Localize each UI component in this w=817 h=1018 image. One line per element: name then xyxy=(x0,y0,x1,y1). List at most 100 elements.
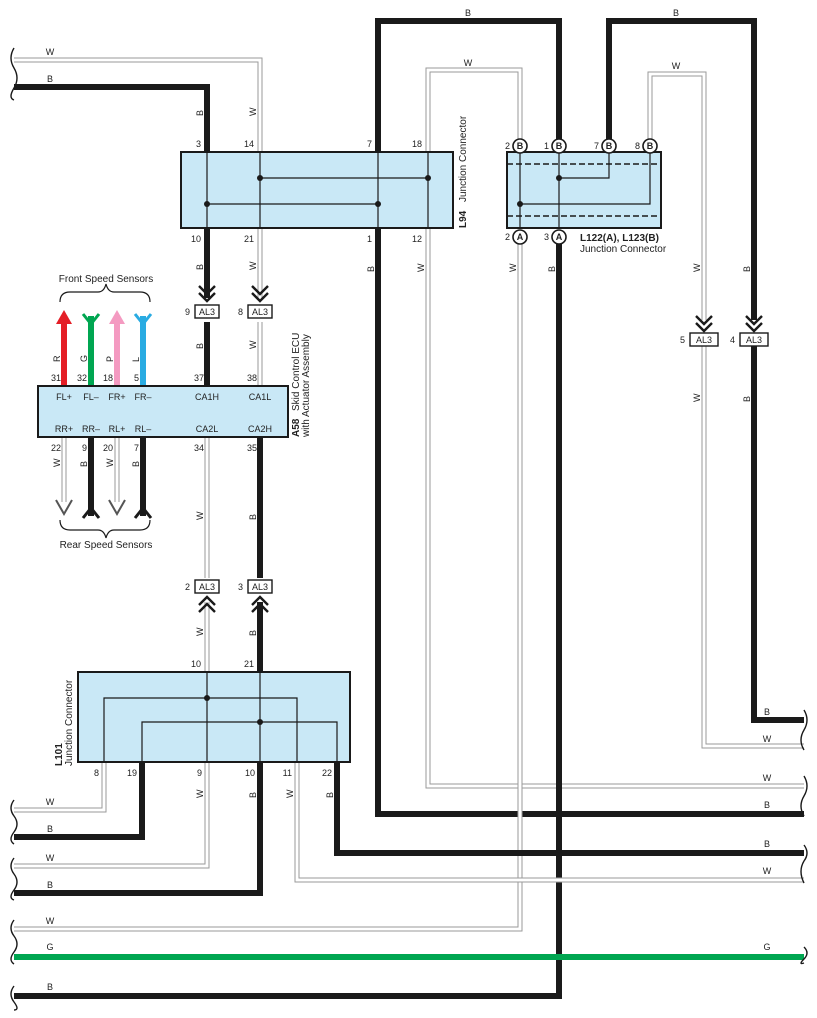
pin-label: 10 xyxy=(191,659,201,669)
wire-label: W xyxy=(464,58,473,68)
wire-w-l101-9 xyxy=(14,762,210,869)
pin-label: 12 xyxy=(412,234,422,244)
wire-label: B xyxy=(248,630,258,636)
wire-label: W xyxy=(508,263,518,272)
pin-label: 3 xyxy=(196,139,201,149)
sensor-arrows xyxy=(55,310,153,519)
pin-label: 7 xyxy=(594,141,599,151)
pin-label: 22 xyxy=(51,443,61,453)
al3-code: AL3 xyxy=(252,307,268,317)
brace-rear xyxy=(59,519,151,539)
pin-label: 7 xyxy=(134,443,139,453)
wire-label: W xyxy=(195,511,205,520)
arrow-down-open-icon xyxy=(81,313,101,327)
wire-label: B xyxy=(248,514,258,520)
arrow-down-icon xyxy=(55,499,73,517)
wire-w-l101-11 xyxy=(294,762,804,883)
al3-code: AL3 xyxy=(746,335,762,345)
wire-label: G xyxy=(46,942,53,952)
pin-label: 32 xyxy=(77,373,87,383)
arrow-down-icon xyxy=(108,499,126,517)
wire-b-l101-19 xyxy=(14,762,145,840)
wire-w-l94-18 xyxy=(425,67,523,152)
wire-b-top-left xyxy=(14,84,210,152)
pin-label: 18 xyxy=(103,373,113,383)
wire-b-l122-7 xyxy=(606,18,757,320)
wires xyxy=(14,18,804,999)
pin-label: 21 xyxy=(244,234,254,244)
pin-label: 2 xyxy=(505,232,510,242)
wire-label: B xyxy=(79,461,89,467)
wire-label: W xyxy=(195,627,205,636)
pin-label: 34 xyxy=(194,443,204,453)
wire-label: W xyxy=(763,866,772,876)
al3-code: AL3 xyxy=(252,582,268,592)
wire-label: W xyxy=(52,458,62,467)
pin-label: 18 xyxy=(412,139,422,149)
rear-speed-sensors-label: Rear Speed Sensors xyxy=(60,540,153,551)
wire-label: W xyxy=(416,263,426,272)
wire-label: W xyxy=(248,261,258,270)
pin-mark: B xyxy=(517,141,524,151)
wire-label: B xyxy=(47,824,53,834)
pin-label: 38 xyxy=(247,373,257,383)
pin-label: 37 xyxy=(194,373,204,383)
terminal-label: FL+ xyxy=(56,392,72,402)
l101-code: L101 xyxy=(54,743,65,766)
pin-label: 9 xyxy=(197,768,202,778)
terminal-label: CA2H xyxy=(248,424,272,434)
l101-junction-connector: 10 21 8 19 9 10 11 22 L101 Junction Conn… xyxy=(54,659,351,778)
wire-w-l101-8 xyxy=(14,762,107,813)
al3-pin: 9 xyxy=(185,307,190,317)
right-break-marks xyxy=(800,709,808,965)
wire-label: W xyxy=(763,773,772,783)
wire-label: W xyxy=(692,393,702,402)
wire-label: W xyxy=(46,853,55,863)
wire-b-al3-4 xyxy=(751,346,804,723)
arrow-down-open-icon xyxy=(133,313,153,327)
wire-w-l94-12 xyxy=(425,228,804,789)
wire-label: W xyxy=(285,789,295,798)
al3-code: AL3 xyxy=(696,335,712,345)
wire-label: W xyxy=(46,916,55,926)
left-break-marks xyxy=(10,47,18,1011)
wire-label: W xyxy=(195,789,205,798)
l94-name: Junction Connector xyxy=(458,115,469,202)
wire-b-l94-7 xyxy=(375,18,562,152)
wire-label: W xyxy=(46,797,55,807)
pin-label: 5 xyxy=(134,373,139,383)
arrow-up-open-icon xyxy=(81,505,101,519)
wire-label: B xyxy=(47,74,53,84)
pin-label: 31 xyxy=(51,373,61,383)
wire-label: W xyxy=(763,734,772,744)
wire-label: W xyxy=(692,263,702,272)
wire-label: R xyxy=(52,355,62,362)
wire-label: B xyxy=(465,8,471,18)
al3-code: AL3 xyxy=(199,582,215,592)
arrow-up-icon xyxy=(56,310,72,324)
wire-label: B xyxy=(195,264,205,270)
wire-label: B xyxy=(764,839,770,849)
terminal-label: FR+ xyxy=(108,392,125,402)
wire-label: B xyxy=(547,266,557,272)
terminal-label: RL– xyxy=(135,424,152,434)
wire-label: B xyxy=(764,800,770,810)
wire-label: B xyxy=(764,707,770,717)
arrow-up-icon xyxy=(109,310,125,324)
wire-label: W xyxy=(248,107,258,116)
l122-top-pin-marks: B B B B 2 1 7 8 xyxy=(505,138,658,154)
terminal-label: CA1H xyxy=(195,392,219,402)
wire-label: P xyxy=(105,356,115,362)
l122-junction-connector: B B B B 2 1 7 8 A A 2 3 L122(A), L123(B)… xyxy=(505,138,667,255)
terminal-label: RR+ xyxy=(55,424,73,434)
wire-label: G xyxy=(79,355,89,362)
l101-name: Junction Connector xyxy=(64,679,75,766)
al3-pin: 8 xyxy=(238,307,243,317)
l94-code: L94 xyxy=(458,210,469,228)
wire-label: W xyxy=(105,458,115,467)
terminal-label: RR– xyxy=(82,424,100,434)
wire-label: B xyxy=(47,982,53,992)
pin-label: 3 xyxy=(544,232,549,242)
a58-name: Skid Control ECU xyxy=(291,333,302,411)
